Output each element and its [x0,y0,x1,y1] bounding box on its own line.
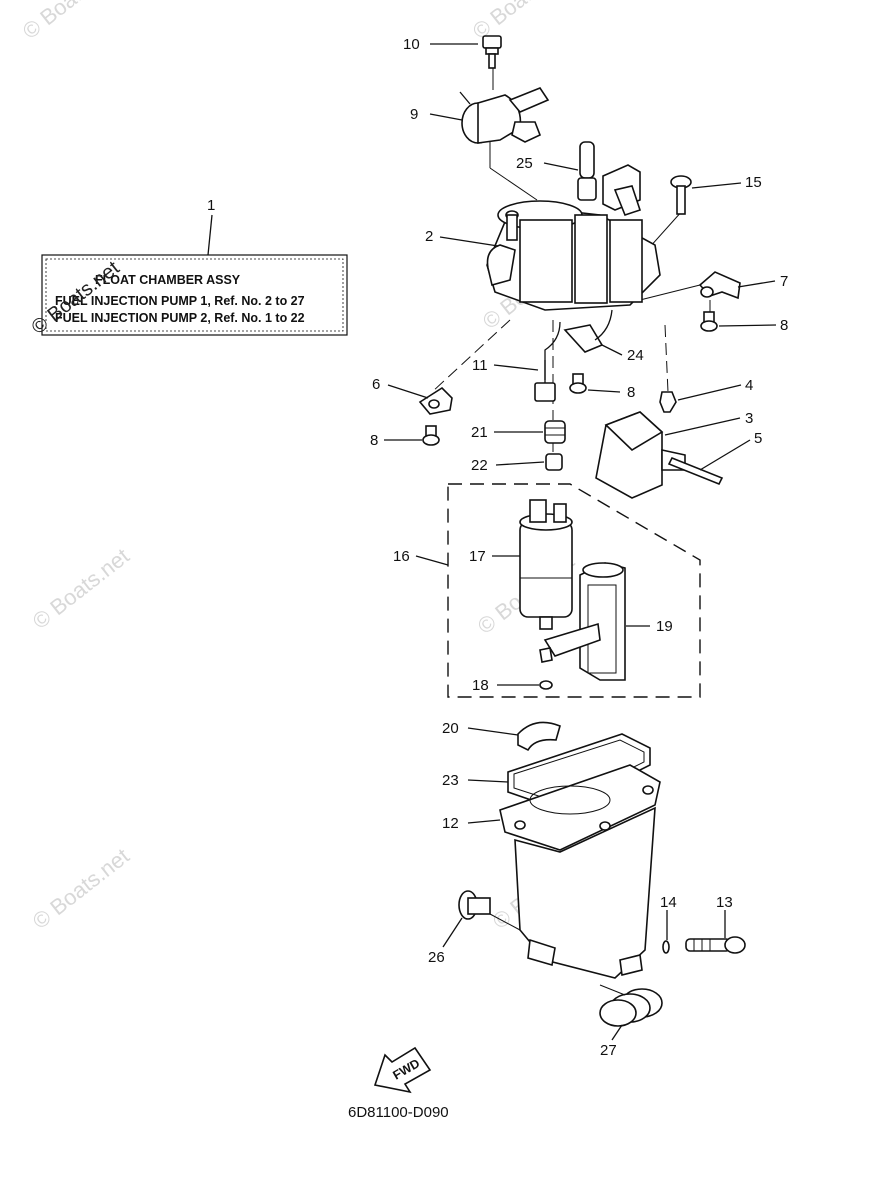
callout-10: 10 [403,36,420,53]
callout-8-left: 8 [370,432,378,449]
label-box-title: FLOAT CHAMBER ASSY [95,273,241,287]
callout-16: 16 [393,548,410,565]
part-23-gasket [507,733,651,811]
part-19-filter [543,562,626,681]
leader-lines [207,43,777,1041]
part-13-drain-screw [685,936,746,954]
callout-20: 20 [442,720,459,737]
callout-4: 4 [745,377,753,394]
part-21-grommet [544,420,566,444]
part-8-screw-middle [569,373,587,394]
callout-11: 11 [472,357,488,374]
callout-5: 5 [754,430,762,447]
callout-27: 27 [600,1042,617,1059]
callout-18: 18 [472,677,489,694]
callout-15: 15 [745,174,762,191]
part-8-screw-left [422,425,440,446]
part-27-grommet [599,984,663,1027]
part-10-bolt [482,35,502,69]
part-5-pin [667,456,724,486]
wire-connector [602,164,642,216]
part-6-clamp [418,386,453,415]
callout-23: 23 [442,772,459,789]
callout-9: 9 [410,106,418,123]
watermark-top-left: © Boats.net [18,0,124,44]
callout-1: 1 [207,197,215,214]
part-11-harness [534,309,613,402]
callout-8-right: 8 [780,317,788,334]
part-7-clip [698,271,741,300]
watermark-mid-left: © Boats.net [28,543,134,634]
part-12-float-chamber [499,764,661,979]
callout-8-middle: 8 [627,384,635,401]
part-22-sleeve [545,453,563,471]
forward-arrow-icon: FWD [373,1046,432,1094]
callout-12: 12 [442,815,459,832]
part-2-separator-cover [486,200,661,311]
part-3-cover [595,411,686,499]
watermark-group: © Boats.net © Boats.net © Boats.net © Bo… [18,0,594,934]
callout-2: 2 [425,228,433,245]
part-26-plug [458,890,521,931]
label-box-line2: FUEL INJECTION PUMP 2, Ref. No. 1 to 22 [55,311,305,325]
label-box-line1: FUEL INJECTION PUMP 1, Ref. No. 2 to 27 [55,294,305,308]
part-17-fuel-pump [519,499,573,630]
part-14-oring [662,940,670,954]
callout-numbers: 1 10 9 25 15 2 7 8 11 24 8 4 6 3 5 8 21 … [207,36,788,1059]
callout-21: 21 [471,424,488,441]
callout-13: 13 [716,894,733,911]
part-16-assembly-boundary [447,483,701,698]
diagram-code: 6D81100-D090 [348,1104,449,1121]
callout-3: 3 [745,410,753,427]
callout-22: 22 [471,457,488,474]
callout-17: 17 [469,548,486,565]
part-20-float [517,721,561,752]
part-4-tip [659,391,677,413]
callout-24: 24 [627,347,644,364]
part-18-clip [539,647,553,690]
callout-14: 14 [660,894,677,911]
part-15-screw [670,175,692,215]
watermark-lower-left: © Boats.net [28,843,134,934]
part-8-screw-right [700,311,718,332]
callout-6: 6 [372,376,380,393]
part-9-regulator [459,87,550,144]
callout-25: 25 [516,155,533,172]
callout-7: 7 [780,273,788,290]
part-25-fitting [577,141,597,201]
label-box: FLOAT CHAMBER ASSY FUEL INJECTION PUMP 1… [28,254,348,339]
callout-26: 26 [428,949,445,966]
callout-19: 19 [656,618,673,635]
